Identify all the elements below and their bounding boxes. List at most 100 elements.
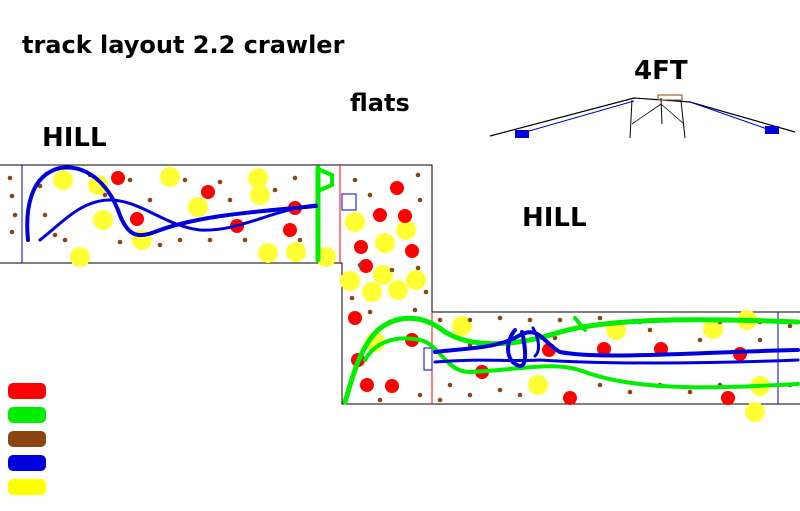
yellow-obstacle	[703, 319, 723, 339]
red-obstacle	[111, 171, 125, 185]
red-obstacle	[348, 311, 362, 325]
yellow-obstacle	[258, 243, 278, 263]
blue-line	[433, 330, 800, 358]
brown-obstacle	[687, 389, 693, 395]
red-obstacle	[359, 259, 373, 273]
brown-obstacle	[367, 192, 373, 198]
yellow-obstacle	[88, 175, 108, 195]
brown-obstacle	[497, 315, 503, 321]
brown-obstacle	[697, 337, 703, 343]
brown-obstacle	[147, 197, 153, 203]
brown-obstacle	[467, 392, 473, 398]
yellow-obstacle	[188, 197, 208, 217]
yellow-obstacle	[373, 265, 393, 285]
gate-box	[341, 193, 357, 211]
yellow-obstacle	[53, 170, 73, 190]
red-obstacle	[354, 240, 368, 254]
brown-obstacle	[415, 172, 421, 178]
hill-right-label: HILL	[522, 203, 587, 233]
brown-obstacle	[367, 309, 373, 315]
brown-obstacle	[377, 397, 383, 403]
red-obstacle	[385, 379, 399, 393]
yellow-obstacle	[375, 233, 395, 253]
brown-obstacle	[207, 237, 213, 243]
height-label: 4FT	[634, 56, 688, 86]
blue-line	[531, 326, 540, 358]
brown-obstacle	[597, 315, 603, 321]
red-obstacle	[398, 209, 412, 223]
red-obstacle	[130, 212, 144, 226]
brown-obstacle	[352, 177, 358, 183]
brown-obstacle	[272, 187, 278, 193]
brown-obstacle	[517, 392, 523, 398]
brown-obstacle	[9, 229, 15, 235]
brown-obstacle	[423, 289, 429, 295]
brown-obstacle	[102, 192, 108, 198]
profile-blue-block-left	[515, 130, 529, 138]
brown-obstacle	[437, 317, 443, 323]
blue-line	[506, 328, 528, 369]
blue-line	[433, 358, 800, 365]
brown-obstacle	[437, 397, 443, 403]
brown-obstacle	[182, 177, 188, 183]
brown-obstacle	[12, 212, 18, 218]
brown-obstacle	[389, 267, 395, 273]
yellow-obstacles	[53, 167, 770, 422]
legend-swatch	[8, 431, 46, 447]
legend-swatch	[8, 407, 46, 423]
brown-obstacle	[127, 177, 133, 183]
yellow-obstacle	[340, 271, 360, 291]
yellow-obstacle	[528, 375, 548, 395]
brown-obstacle	[417, 392, 423, 398]
yellow-obstacle	[406, 270, 426, 290]
blue-line	[38, 198, 318, 242]
brown-obstacle	[415, 265, 421, 271]
flats-label: flats	[350, 89, 410, 117]
green-lines	[315, 165, 800, 405]
red-obstacle	[373, 208, 387, 222]
yellow-obstacle	[745, 402, 765, 422]
green-line	[573, 316, 587, 332]
brown-obstacle	[647, 327, 653, 333]
brown-obstacle	[527, 317, 533, 323]
red-obstacle	[563, 391, 577, 405]
brown-obstacle	[597, 382, 603, 388]
track-outline	[0, 164, 800, 405]
gate-box	[423, 347, 433, 371]
brown-obstacle	[412, 307, 418, 313]
color-legend	[8, 383, 46, 495]
legend-swatch	[8, 383, 46, 399]
brown-obstacle	[177, 237, 183, 243]
red-obstacle	[405, 244, 419, 258]
brown-obstacle	[297, 237, 303, 243]
profile-support-mid	[660, 97, 663, 125]
red-obstacle	[390, 181, 404, 195]
profile-support-diag	[660, 103, 685, 125]
profile-support-right	[680, 100, 686, 139]
yellow-obstacle	[250, 185, 270, 205]
brown-obstacle	[227, 197, 233, 203]
brown-obstacle	[497, 387, 503, 393]
brown-obstacle	[242, 237, 248, 243]
brown-obstacle	[757, 337, 763, 343]
brown-obstacle	[9, 193, 15, 199]
brown-obstacle	[787, 323, 793, 329]
profile-support-diag	[631, 103, 662, 125]
brown-obstacle	[292, 175, 298, 181]
brown-obstacle	[557, 317, 563, 323]
profile-blue-block-right	[765, 126, 779, 134]
yellow-obstacle	[396, 220, 416, 240]
yellow-obstacle	[316, 247, 336, 267]
red-obstacle	[721, 391, 735, 405]
red-obstacle	[283, 223, 297, 237]
yellow-obstacle	[160, 167, 180, 187]
yellow-obstacle	[286, 242, 306, 262]
red-obstacle	[360, 378, 374, 392]
red-obstacle	[597, 342, 611, 356]
hill-left-label: HILL	[42, 123, 107, 153]
yellow-obstacle	[362, 282, 382, 302]
brown-obstacle	[552, 335, 558, 341]
red-obstacle	[201, 185, 215, 199]
brown-obstacle	[7, 175, 13, 181]
brown-obstacle	[447, 382, 453, 388]
